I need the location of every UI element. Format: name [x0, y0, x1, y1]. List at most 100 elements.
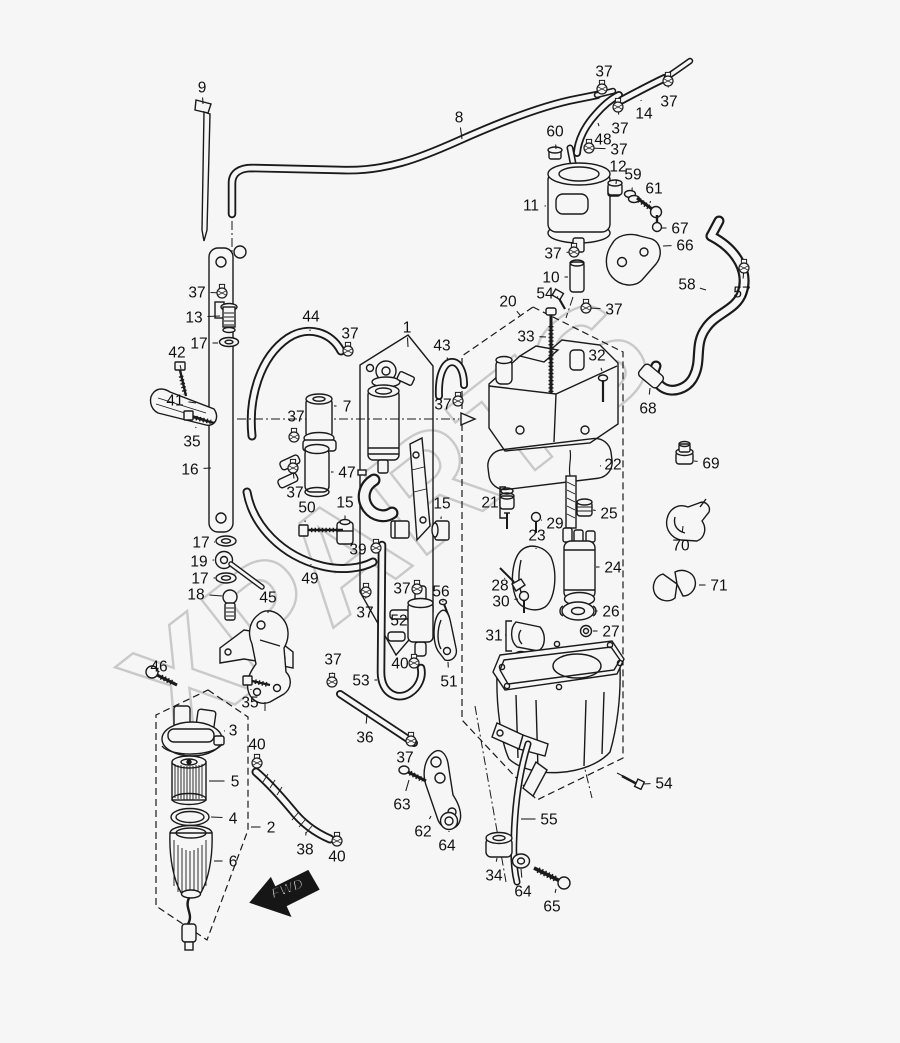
part-number-41: 41: [166, 393, 183, 410]
leader-line: [649, 200, 652, 204]
part-number-54: 54: [536, 286, 554, 303]
part-number-54: 54: [655, 776, 673, 793]
part-number-50: 50: [298, 500, 316, 517]
part-number-9: 9: [198, 80, 207, 97]
leader-line: [516, 310, 521, 316]
part-number-37: 37: [287, 409, 304, 426]
leader-line: [503, 577, 506, 580]
leader-line: [207, 315, 221, 318]
part-number-17: 17: [191, 571, 208, 588]
part-number-43: 43: [433, 338, 450, 355]
part-number-8: 8: [455, 110, 464, 127]
part-number-34: 34: [485, 868, 503, 885]
part-number-64: 64: [514, 884, 532, 901]
part-number-2: 2: [267, 820, 276, 837]
part-number-53: 53: [352, 673, 369, 690]
part-number-40: 40: [248, 737, 266, 754]
part-number-21: 21: [481, 495, 498, 512]
leader-line: [179, 364, 182, 370]
part-number-15: 15: [336, 495, 353, 512]
part-number-38: 38: [296, 842, 313, 859]
hose-clamp-icon: [452, 391, 464, 407]
part-number-37: 37: [611, 121, 628, 138]
part-number-37: 37: [544, 246, 561, 263]
part-number-42: 42: [168, 345, 185, 362]
part-number-3: 3: [229, 723, 238, 740]
clamp-holder-71: [652, 569, 697, 602]
pump-body-assembly: [487, 307, 619, 491]
part-number-63: 63: [393, 797, 410, 814]
hose-clamp-icon: [408, 653, 420, 669]
part-number-37: 37: [393, 581, 410, 598]
pump-box-1: [237, 334, 477, 657]
part-number-44: 44: [302, 309, 320, 326]
part-number-11: 11: [523, 198, 539, 215]
part-number-47: 47: [338, 465, 355, 482]
leader-line: [428, 815, 432, 820]
fwd-arrow-icon: [249, 869, 320, 917]
hose-clamp-icon: [342, 341, 354, 357]
part-number-10: 10: [542, 270, 560, 287]
part-number-16: 16: [181, 462, 198, 479]
part-number-28: 28: [491, 578, 508, 595]
part-number-27: 27: [602, 624, 619, 641]
part-number-37: 37: [341, 326, 358, 343]
part-number-37: 37: [396, 750, 413, 767]
part-number-17: 17: [190, 336, 207, 353]
part-number-31: 31: [485, 628, 502, 645]
part-number-1: 1: [403, 320, 412, 337]
leader-line: [699, 287, 707, 291]
leader-line: [615, 179, 618, 185]
hose-clamp-icon: [216, 283, 228, 299]
part-number-37: 37: [434, 397, 451, 414]
hose-clamp-icon: [612, 97, 624, 113]
part-number-48: 48: [594, 132, 611, 149]
fitting-stack-13-17: [218, 302, 240, 348]
leader-line: [365, 713, 368, 724]
part-number-30: 30: [492, 594, 510, 611]
part-number-40: 40: [328, 849, 346, 866]
part-number-51: 51: [440, 674, 457, 691]
part-number-62: 62: [414, 824, 431, 841]
part-number-56: 56: [432, 584, 449, 601]
leader-line: [210, 816, 223, 819]
part-number-37: 37: [610, 142, 627, 159]
part-number-61: 61: [645, 181, 662, 198]
hose-clamp-icon: [583, 138, 595, 154]
part-number-23: 23: [528, 528, 545, 545]
assembly-box-20: [461, 306, 624, 801]
leader-line: [459, 127, 463, 140]
fuel-tube-55: [510, 740, 532, 886]
part-number-37: 37: [660, 94, 677, 111]
hose-clamp-icon: [370, 538, 382, 554]
part-number-58: 58: [678, 277, 695, 294]
part-number-4: 4: [229, 811, 238, 828]
mount-bracket-cluster: [398, 749, 646, 890]
hose-clamp-icon: [326, 672, 338, 688]
part-number-13: 13: [185, 310, 202, 327]
hose-clamp-icon: [568, 242, 580, 258]
part-number-22: 22: [604, 457, 621, 474]
part-number-18: 18: [187, 587, 204, 604]
part-number-39: 39: [349, 542, 366, 559]
part-number-20: 20: [499, 294, 517, 311]
banjo-bolt-stack: [214, 535, 265, 621]
part-number-26: 26: [602, 604, 619, 621]
part-number-59: 59: [624, 167, 641, 184]
hose-clamp-icon: [360, 582, 372, 598]
part-number-64: 64: [438, 838, 456, 855]
part-number-55: 55: [540, 812, 557, 829]
part-number-60: 60: [546, 124, 564, 141]
leader-line: [600, 367, 603, 372]
leader-line: [209, 594, 223, 597]
part-number-40: 40: [391, 656, 409, 673]
part-number-57: 57: [733, 285, 750, 302]
part-number-25: 25: [600, 506, 617, 523]
leader-line: [188, 401, 197, 404]
part-number-24: 24: [604, 560, 622, 577]
part-number-37: 37: [595, 64, 612, 81]
diagram-artwork: FWD: [145, 57, 750, 951]
